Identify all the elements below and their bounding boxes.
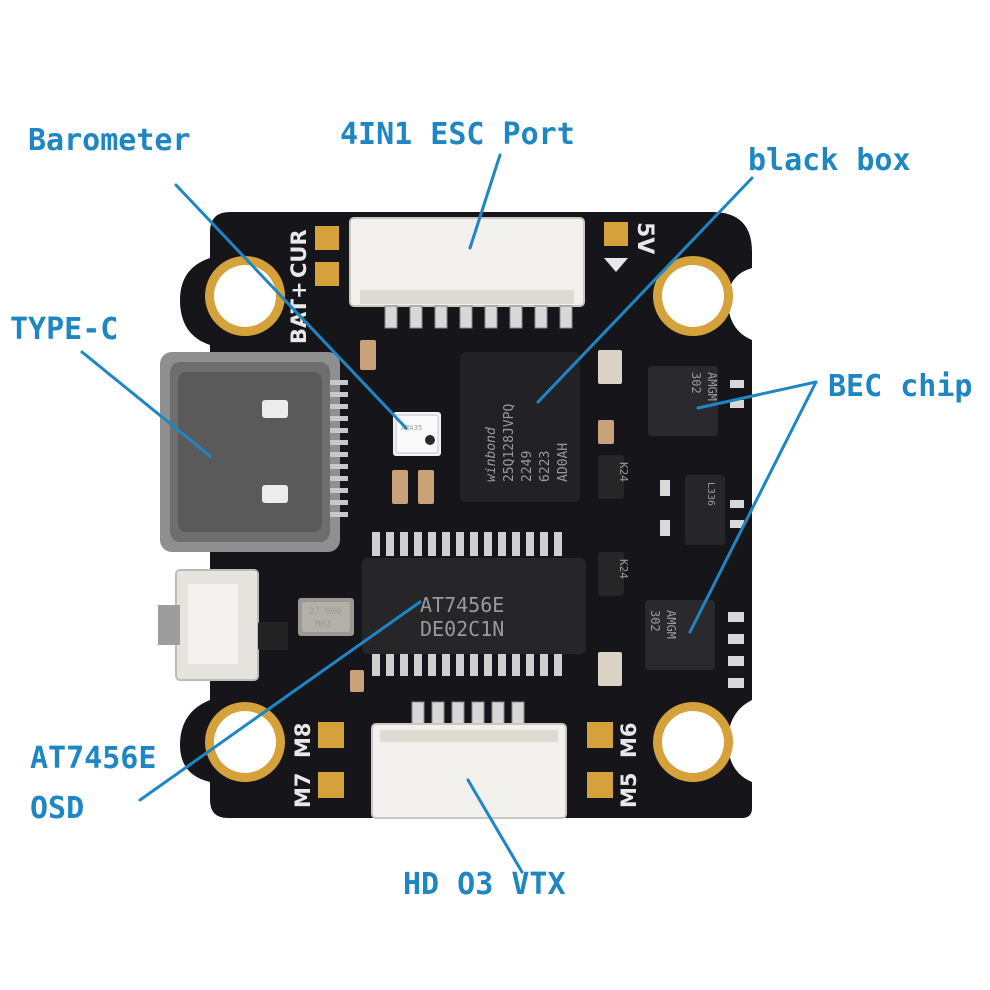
- silk-m6: M6: [617, 722, 641, 758]
- pad-bat: [315, 226, 339, 250]
- svg-text:winbond: winbond: [484, 427, 499, 482]
- pad-m6: [587, 722, 613, 748]
- pad-5v: [604, 222, 628, 246]
- leader-osd: [138, 600, 422, 802]
- diode-lower: K24: [598, 552, 630, 596]
- diode-arrow: [604, 258, 628, 272]
- label-type-c: TYPE-C: [10, 312, 119, 347]
- svg-text:25Q128JVPQ: 25Q128JVPQ: [502, 404, 517, 482]
- label-black-box: black box: [748, 143, 911, 178]
- label-vtx: HD O3 VTX: [403, 867, 566, 902]
- silk-cur: CUR: [287, 229, 311, 278]
- label-barometer: Barometer: [28, 123, 191, 158]
- pad-m5: [587, 772, 613, 798]
- svg-text:AD0AH: AD0AH: [556, 443, 571, 482]
- svg-text:MHZ: MHZ: [315, 620, 332, 630]
- crystal-oscillator: 27.000 MHZ: [298, 598, 354, 636]
- pad-cur: [315, 262, 339, 286]
- svg-text:AMGM: AMGM: [705, 372, 719, 401]
- resistor-array-right: [660, 380, 744, 688]
- mounting-hole-top-right: [653, 256, 733, 336]
- leader-black-box: [536, 176, 754, 404]
- bec-chip-upper: AMGM 302: [648, 366, 719, 436]
- leader-vtx: [466, 778, 524, 874]
- regulator-chip: L336: [685, 475, 725, 545]
- svg-text:6223: 6223: [538, 451, 553, 482]
- svg-text:K24: K24: [617, 462, 630, 482]
- mounting-hole-bottom-left: [205, 702, 285, 782]
- bec-chip-lower: 302 AMGM: [645, 600, 715, 670]
- leader-bec-lower: [688, 380, 818, 634]
- svg-text:AMGM: AMGM: [664, 610, 678, 639]
- silk-m7: M7: [291, 772, 315, 808]
- svg-text:DE02C1N: DE02C1N: [420, 617, 504, 641]
- mounting-hole-top-left: [205, 256, 285, 336]
- svg-text:A2A35: A2A35: [401, 424, 422, 432]
- diode-upper: K24: [598, 455, 630, 499]
- svg-text:2249: 2249: [520, 451, 535, 482]
- mounting-hole-bottom-right: [653, 702, 733, 782]
- flash-chip: winbond 25Q128JVPQ 2249 6223 AD0AH: [460, 352, 580, 502]
- svg-text:K24: K24: [617, 559, 630, 579]
- type-c-connector: [160, 352, 348, 552]
- label-esc-port: 4IN1 ESC Port: [340, 117, 575, 152]
- leader-type-c: [80, 350, 212, 458]
- silk-m8: M8: [291, 722, 315, 758]
- leader-bec-upper: [696, 380, 818, 410]
- leader-barometer: [174, 183, 408, 430]
- small-ic: [258, 622, 288, 650]
- svg-text:27.000: 27.000: [309, 607, 342, 617]
- label-osd-chip-name: AT7456E: [30, 741, 157, 776]
- vtx-connector: [371, 701, 567, 819]
- leader-esc-port: [468, 153, 502, 250]
- svg-text:302: 302: [648, 610, 662, 632]
- svg-text:AT7456E: AT7456E: [420, 593, 504, 617]
- silk-5v: 5V: [632, 222, 657, 254]
- svg-text:L336: L336: [705, 482, 716, 506]
- pad-m7: [318, 772, 344, 798]
- barometer-chip: A2A35: [393, 412, 441, 456]
- pad-m8: [318, 722, 344, 748]
- capacitors: [350, 340, 622, 692]
- svg-text:302: 302: [689, 372, 703, 394]
- side-connector: [158, 569, 259, 681]
- esc-connector: [349, 217, 585, 329]
- silk-m5: M5: [617, 772, 641, 808]
- label-bec-chip: BEC chip: [828, 369, 973, 404]
- osd-chip: AT7456E DE02C1N: [362, 532, 586, 676]
- silk-bat: BAT+: [287, 281, 311, 344]
- label-osd: OSD: [30, 791, 85, 826]
